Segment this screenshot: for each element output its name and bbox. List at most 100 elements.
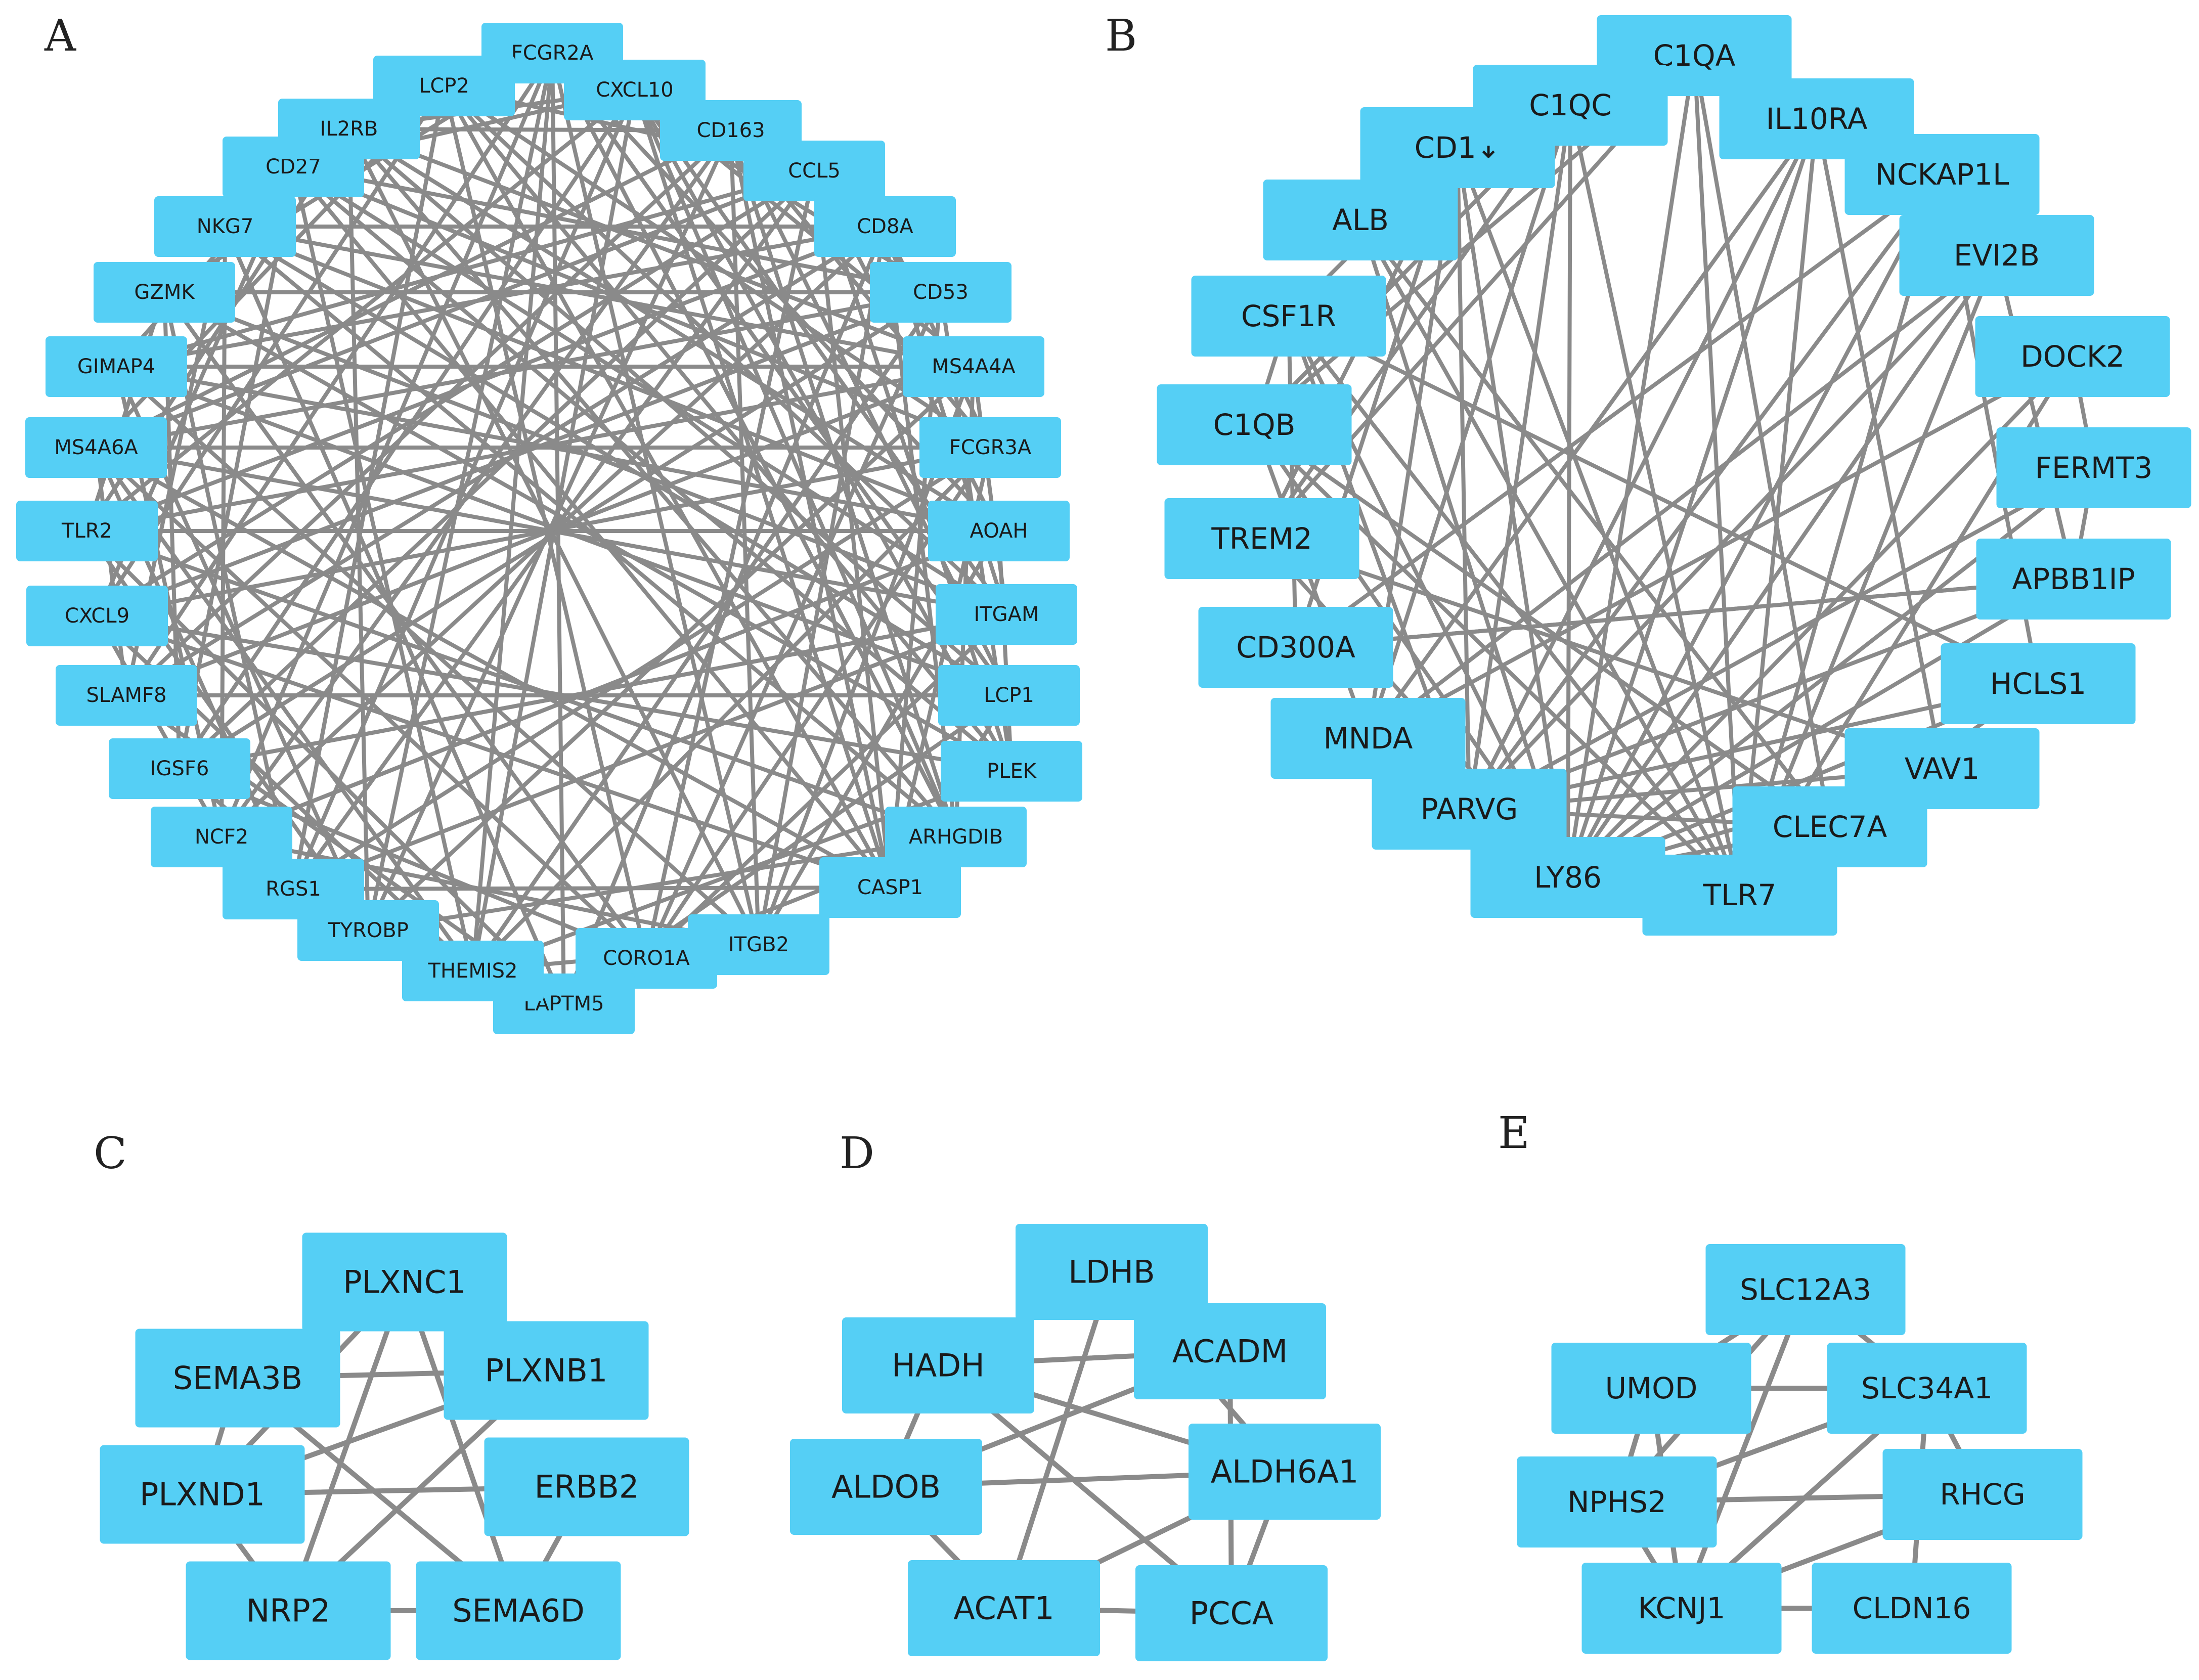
node-c1qc[interactable]: C1QC xyxy=(1473,65,1668,146)
node-gzmk[interactable]: GZMK xyxy=(94,262,235,323)
node-ncf2[interactable]: NCF2 xyxy=(151,807,292,867)
node-umod[interactable]: UMOD xyxy=(1551,1343,1751,1434)
node-tlr7[interactable]: TLR7 xyxy=(1642,855,1837,936)
node-box xyxy=(16,501,158,561)
node-rhcg[interactable]: RHCG xyxy=(1882,1449,2083,1540)
node-trem2[interactable]: TREM2 xyxy=(1164,498,1359,579)
node-aldob[interactable]: ALDOB xyxy=(790,1439,982,1535)
node-plxnc1[interactable]: PLXNC1 xyxy=(302,1232,507,1332)
node-fcgr3a[interactable]: FCGR3A xyxy=(919,417,1061,478)
node-dock2[interactable]: DOCK2 xyxy=(1975,316,2170,397)
node-box xyxy=(373,56,515,116)
node-cldn16[interactable]: CLDN16 xyxy=(1812,1563,2012,1654)
node-plxnb1[interactable]: PLXNB1 xyxy=(444,1321,649,1420)
edge xyxy=(633,88,1014,773)
node-slc34a1[interactable]: SLC34A1 xyxy=(1827,1343,2027,1434)
panel-label-b: B xyxy=(1105,11,1137,61)
node-aoah[interactable]: AOAH xyxy=(928,501,1070,561)
node-sema6d[interactable]: SEMA6D xyxy=(416,1561,621,1660)
panel-label-e: E xyxy=(1498,1108,1530,1159)
node-nkg7[interactable]: NKG7 xyxy=(154,196,296,257)
node-igsf6[interactable]: IGSF6 xyxy=(109,738,250,799)
node-parvg[interactable]: PARVG xyxy=(1372,769,1567,850)
node-box xyxy=(26,586,168,646)
node-box xyxy=(1517,1456,1717,1548)
node-fermt3[interactable]: FERMT3 xyxy=(1996,427,2191,508)
node-aldh6a1[interactable]: ALDH6A1 xyxy=(1189,1424,1381,1520)
edge xyxy=(94,128,733,450)
node-box xyxy=(1135,1565,1328,1661)
node-rgs1[interactable]: RGS1 xyxy=(223,859,364,919)
node-box xyxy=(46,336,187,397)
node-nphs2[interactable]: NPHS2 xyxy=(1517,1456,1717,1548)
node-acadm[interactable]: ACADM xyxy=(1134,1303,1326,1399)
network-a: FCGR2ACXCL10CD163CCL5CD8ACD53MS4A4AFCGR3… xyxy=(16,23,1082,1034)
node-itgb2[interactable]: ITGB2 xyxy=(688,914,829,975)
panel-label-a: A xyxy=(44,11,76,61)
node-apbb1ip[interactable]: APBB1IP xyxy=(1976,539,2171,620)
node-pcca[interactable]: PCCA xyxy=(1135,1565,1328,1661)
node-cd8a[interactable]: CD8A xyxy=(814,196,956,257)
node-cd300a[interactable]: CD300A xyxy=(1198,607,1393,688)
node-label: CCL5 xyxy=(788,159,841,183)
node-ldhb[interactable]: LDHB xyxy=(1016,1224,1208,1320)
edge xyxy=(291,165,1014,773)
node-box xyxy=(302,1232,507,1332)
edge xyxy=(1467,117,1819,811)
node-casp1[interactable]: CASP1 xyxy=(819,857,961,918)
node-sema3b[interactable]: SEMA3B xyxy=(135,1329,340,1428)
edge xyxy=(219,529,1001,839)
edge xyxy=(1467,103,1572,811)
node-alb[interactable]: ALB xyxy=(1263,180,1458,260)
node-label: TLR2 xyxy=(61,519,112,543)
node-plxnd1[interactable]: PLXND1 xyxy=(100,1445,305,1544)
node-tlr2[interactable]: TLR2 xyxy=(16,501,158,561)
node-plek[interactable]: PLEK xyxy=(941,741,1082,802)
node-hcls1[interactable]: HCLS1 xyxy=(1941,643,2136,724)
node-label: LCP2 xyxy=(419,74,469,98)
node-box xyxy=(1976,539,2171,620)
node-slamf8[interactable]: SLAMF8 xyxy=(56,665,197,726)
node-csf1r[interactable]: CSF1R xyxy=(1191,276,1386,357)
node-mnda[interactable]: MNDA xyxy=(1270,698,1466,779)
node-box xyxy=(1705,1244,1906,1335)
node-acat1[interactable]: ACAT1 xyxy=(908,1560,1100,1656)
node-ms4a6a[interactable]: MS4A6A xyxy=(25,417,167,478)
node-box xyxy=(151,807,292,867)
node-label: CD163 xyxy=(696,119,765,142)
node-box xyxy=(1263,180,1458,260)
node-c1qb[interactable]: C1QB xyxy=(1157,384,1352,465)
node-cd53[interactable]: CD53 xyxy=(870,262,1011,323)
node-label: C1QB xyxy=(1213,408,1296,442)
node-box xyxy=(928,501,1070,561)
node-nrp2[interactable]: NRP2 xyxy=(186,1561,391,1660)
node-label: SEMA6D xyxy=(452,1593,585,1629)
edge xyxy=(223,225,976,369)
edge xyxy=(812,169,892,890)
node-cxcl9[interactable]: CXCL9 xyxy=(26,586,168,646)
node-erbb2[interactable]: ERBB2 xyxy=(484,1437,689,1536)
node-slc12a3[interactable]: SLC12A3 xyxy=(1705,1244,1906,1335)
node-box xyxy=(1882,1449,2083,1540)
node-itgam[interactable]: ITGAM xyxy=(936,584,1077,645)
node-lcp1[interactable]: LCP1 xyxy=(938,665,1080,726)
node-label: ARHGDIB xyxy=(909,825,1003,849)
node-ms4a4a[interactable]: MS4A4A xyxy=(903,336,1044,397)
node-ly86[interactable]: LY86 xyxy=(1470,837,1665,918)
node-label: C1QC xyxy=(1529,88,1612,122)
node-box xyxy=(1827,1343,2027,1434)
node-clec7a[interactable]: CLEC7A xyxy=(1732,786,1927,867)
node-arhgdib[interactable]: ARHGDIB xyxy=(885,807,1027,867)
node-nckap1l[interactable]: NCKAP1L xyxy=(1844,134,2040,215)
node-box xyxy=(1372,769,1567,850)
node-evi2b[interactable]: EVI2B xyxy=(1899,215,2094,296)
node-ccl5[interactable]: CCL5 xyxy=(743,141,885,201)
node-kcnj1[interactable]: KCNJ1 xyxy=(1581,1563,1782,1654)
edge xyxy=(162,290,648,960)
node-label: LCP1 xyxy=(984,684,1034,707)
node-label: TREM2 xyxy=(1211,521,1312,556)
node-hadh[interactable]: HADH xyxy=(842,1317,1034,1413)
node-gimap4[interactable]: GIMAP4 xyxy=(46,336,187,397)
node-lcp2[interactable]: LCP2 xyxy=(373,56,515,116)
